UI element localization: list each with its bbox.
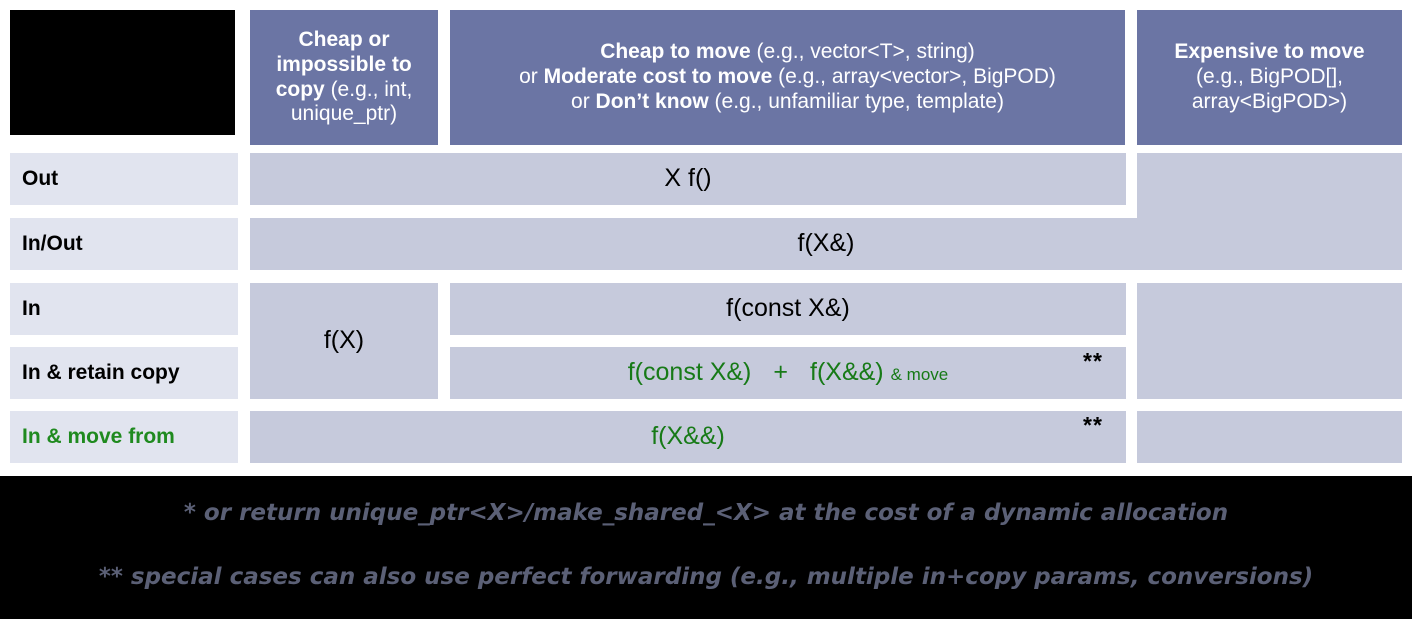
header-corner-blackbox	[10, 10, 235, 135]
row-label-in-retain-copy-text: In & retain copy	[22, 360, 180, 384]
cell-in-retain-copy-signature-group: f(const X&) + f(X&&) & move	[628, 358, 949, 388]
cell-in-narrow-signature-text: f(X)	[323, 326, 365, 355]
header-col-1-text: Cheap or impossible to copy (e.g., int, …	[275, 27, 413, 126]
cell-in-move-from-signature-text: f(X&&)	[651, 422, 725, 451]
header-col-cheap-or-impossible-to-copy: Cheap or impossible to copy (e.g., int, …	[250, 10, 438, 145]
row-label-in-out-text: In/Out	[22, 231, 83, 255]
cell-in-move-from-signature: f(X&&)	[250, 411, 1126, 463]
retain-plus-symbol: +	[773, 358, 788, 387]
header-col-cheap-to-move: Cheap to move (e.g., vector<T>, string) …	[450, 10, 1125, 145]
cell-out-signature: X f()	[250, 153, 1126, 205]
row-label-in-out: In/Out	[10, 218, 238, 270]
retain-signature-b: f(X&&)	[810, 358, 884, 387]
row-label-in: In	[10, 283, 238, 335]
cell-expensive-in-retain-empty	[1137, 283, 1402, 399]
retain-copy-asterisk-text: **	[1083, 348, 1103, 374]
footnote-double-asterisk: ** special cases can also use perfect fo…	[98, 564, 1314, 590]
cell-in-narrow-signature: f(X)	[250, 283, 438, 399]
retain-and-move-note: & move	[890, 365, 949, 385]
retain-copy-asterisk-marker: **	[1083, 350, 1103, 373]
cell-in-signature: f(const X&)	[450, 283, 1126, 335]
row-label-in-retain-copy: In & retain copy	[10, 347, 238, 399]
cell-expensive-move-from-empty	[1137, 411, 1402, 463]
header-col-3-text: Expensive to move (e.g., BigPOD[], array…	[1174, 40, 1365, 113]
row-label-out-text: Out	[22, 166, 59, 190]
row-label-out: Out	[10, 153, 238, 205]
cell-in-signature-text: f(const X&)	[726, 294, 850, 323]
header-col-expensive-to-move: Expensive to move (e.g., BigPOD[], array…	[1137, 10, 1402, 145]
footer-band: * or return unique_ptr<X>/make_shared_<X…	[0, 476, 1412, 619]
cell-in-out-signature: f(X&)	[250, 218, 1402, 270]
move-from-asterisk-text: **	[1083, 412, 1103, 438]
retain-signature-a: f(const X&)	[627, 358, 752, 387]
cell-in-out-signature-text: f(X&)	[797, 229, 855, 258]
footnote-single-asterisk: * or return unique_ptr<X>/make_shared_<X…	[183, 500, 1229, 526]
row-label-in-move-from-text: In & move from	[22, 424, 175, 448]
cell-in-retain-copy-signature: f(const X&) + f(X&&) & move	[450, 347, 1126, 399]
cell-out-signature-text: X f()	[664, 164, 712, 193]
row-label-in-text: In	[22, 296, 41, 320]
header-col-2-text: Cheap to move (e.g., vector<T>, string) …	[519, 40, 1056, 113]
move-from-asterisk-marker: **	[1083, 414, 1103, 437]
row-label-in-move-from: In & move from	[10, 411, 238, 463]
